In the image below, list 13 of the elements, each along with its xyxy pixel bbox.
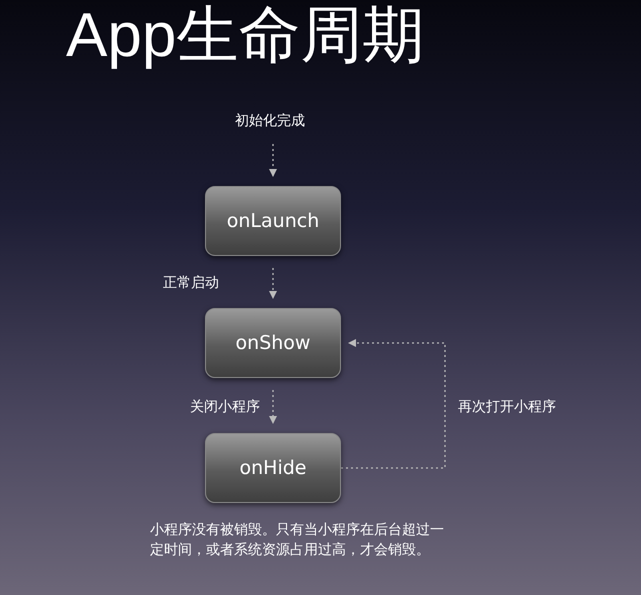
- start-label: 初始化完成: [220, 112, 320, 132]
- dotted-arrow: [269, 390, 277, 424]
- edge-label: 关闭小程序: [190, 398, 260, 416]
- dotted-arrow: [269, 144, 277, 177]
- edge-label: 再次打开小程序: [458, 398, 556, 416]
- lifecycle-box: onShow: [205, 308, 341, 378]
- dotted-arrow: [269, 268, 277, 299]
- dotted-arrow: [341, 339, 446, 469]
- note-text: 小程序没有被销毁。只有当小程序在后台超过一定时间，或者系统资源占用过高，才会销毁。: [150, 521, 445, 560]
- lifecycle-box: onHide: [205, 433, 341, 503]
- title: App生命周期: [66, 0, 424, 72]
- edge-label: 正常启动: [163, 274, 219, 292]
- lifecycle-box: onLaunch: [205, 186, 341, 256]
